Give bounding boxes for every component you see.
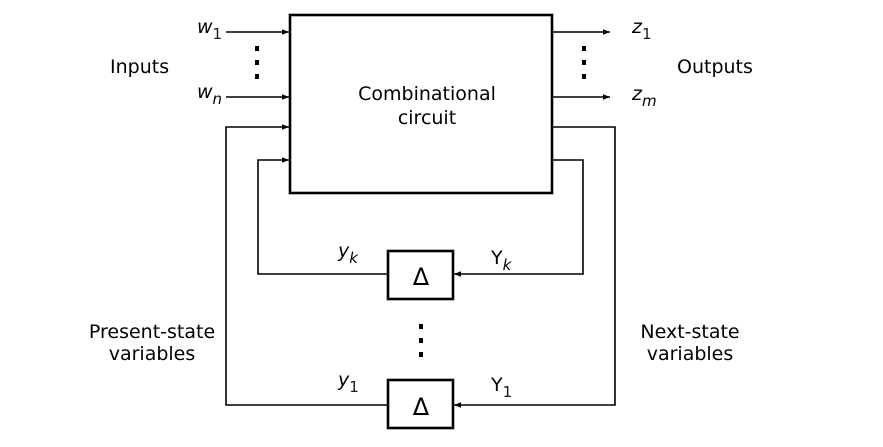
circuit-label-line1: Combinational bbox=[358, 83, 496, 105]
present-state-caption-line2: variables bbox=[109, 343, 196, 365]
next-state-label-Yk: Yk bbox=[490, 247, 513, 274]
next-state-wire-1 bbox=[454, 126, 616, 408]
output-ellipsis bbox=[582, 46, 586, 79]
next-state-label-Y1: Y1 bbox=[490, 374, 512, 401]
combinational-circuit-box bbox=[288, 13, 554, 195]
present-state-wire-k bbox=[257, 157, 388, 275]
delay-element-k bbox=[386, 249, 455, 301]
circuit-label-line2: circuit bbox=[398, 107, 456, 129]
present-state-label-y1: y1 bbox=[337, 369, 359, 396]
output-label-zm: zm bbox=[631, 83, 657, 110]
present-state-wire-1 bbox=[225, 124, 388, 406]
delay-symbol-1: Δ bbox=[413, 393, 430, 421]
output-label-z1: z1 bbox=[631, 16, 652, 43]
inputs-label: Inputs bbox=[110, 56, 169, 78]
next-state-wire-k bbox=[454, 159, 584, 277]
input-label-wn: wn bbox=[197, 81, 222, 108]
input-ellipsis bbox=[255, 46, 259, 79]
next-state-caption-line2: variables bbox=[647, 343, 734, 365]
delay-ellipsis bbox=[419, 324, 423, 357]
present-state-label-yk: yk bbox=[337, 240, 359, 267]
outputs-label: Outputs bbox=[677, 56, 753, 78]
next-state-caption-line1: Next-state bbox=[640, 321, 739, 343]
delay-element-1 bbox=[386, 378, 455, 430]
delay-symbol-k: Δ bbox=[413, 263, 430, 291]
input-label-w1: w1 bbox=[197, 16, 222, 43]
present-state-caption-line1: Present-state bbox=[89, 321, 215, 343]
